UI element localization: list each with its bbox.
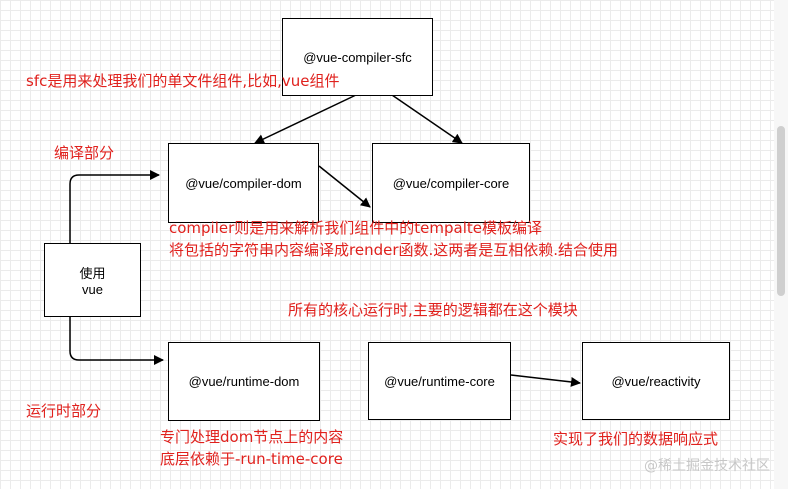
node-compiler-core: @vue/compiler-core xyxy=(372,143,530,223)
annotation-runtime-dom-line1: 专门处理dom节点上的内容 xyxy=(160,428,344,446)
node-runtime-core: @vue/runtime-core xyxy=(368,342,511,420)
watermark: @稀土掘金技术社区 xyxy=(644,458,770,474)
annotation-sfc: sfc是用来处理我们的单文件组件,比如,vue组件 xyxy=(26,72,340,90)
node-runtime-core-label: @vue/runtime-core xyxy=(384,373,495,389)
annotation-runtime-core: 所有的核心运行时,主要的逻辑都在这个模块 xyxy=(288,301,578,319)
annotation-compiler-line1: compiler则是用来解析我们组件中的tempalte模板编译 xyxy=(169,219,543,237)
arrow-vue-to-dom xyxy=(69,170,160,243)
node-use-vue-line1: 使用 xyxy=(79,266,106,281)
node-compiler-dom-label: @vue/compiler-dom xyxy=(185,175,302,191)
node-compiler-dom: @vue/compiler-dom xyxy=(168,143,319,223)
node-runtime-dom: @vue/runtime-dom xyxy=(168,342,320,421)
node-compiler-sfc: @vue-compiler-sfc xyxy=(282,18,433,96)
arrow-sfc-to-core xyxy=(391,94,463,144)
annotation-reactivity: 实现了我们的数据响应式 xyxy=(553,430,719,448)
scrollbar-track[interactable] xyxy=(774,0,788,489)
arrow-dom-to-core xyxy=(318,165,371,208)
annotation-compiler-line2: 将包括的字符串内容编译成render函数.这两者是互相依赖.结合使用 xyxy=(169,241,619,259)
node-compiler-core-label: @vue/compiler-core xyxy=(392,175,510,191)
node-use-vue-line2: vue xyxy=(82,282,103,297)
arrow-sfc-to-dom xyxy=(254,94,357,144)
node-runtime-dom-label: @vue/runtime-dom xyxy=(188,374,300,389)
annotation-runtime-section: 运行时部分 xyxy=(26,402,102,420)
node-reactivity-label: @vue/reactivity xyxy=(611,373,701,389)
node-compiler-sfc-label: @vue-compiler-sfc xyxy=(303,49,412,65)
scrollbar-thumb[interactable] xyxy=(777,126,785,296)
node-use-vue: 使用 vue xyxy=(44,243,141,317)
node-reactivity: @vue/reactivity xyxy=(582,342,730,420)
arrow-vue-to-runtime-dom xyxy=(69,317,164,365)
arrow-core-to-reactivity xyxy=(510,374,581,387)
annotation-compile-section: 编译部分 xyxy=(54,144,115,162)
annotation-runtime-dom-line2: 底层依赖于-run-time-core xyxy=(160,450,343,468)
